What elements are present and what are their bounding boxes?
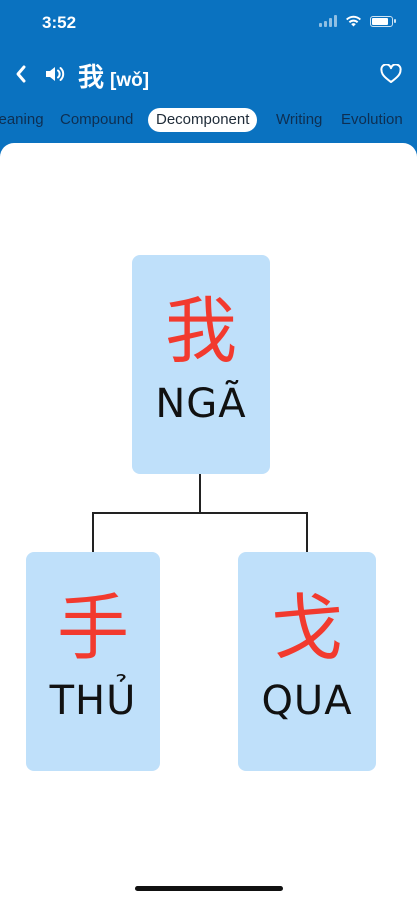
component-node-right[interactable]: 戈 QUA [238, 552, 376, 771]
tab-decomponent[interactable]: Decomponent [148, 108, 258, 132]
wifi-icon [346, 15, 361, 27]
tab-compound[interactable]: Compound [60, 111, 134, 128]
node-reading: THỦ [49, 678, 137, 724]
title-pinyin: [wǒ] [110, 70, 150, 91]
heart-outline-icon [380, 64, 402, 83]
tree-connector-bar [92, 512, 308, 514]
tree-connector-stem [199, 474, 201, 514]
node-reading: QUA [261, 678, 353, 724]
status-bar: 3:52 [0, 0, 417, 48]
speaker-icon [46, 67, 65, 81]
node-hanzi: 戈 [270, 586, 343, 670]
cellular-signal-icon [319, 15, 337, 27]
root-character-node[interactable]: 我 NGÃ [132, 255, 270, 474]
node-hanzi: 我 [164, 289, 237, 373]
tree-connector-left [92, 512, 94, 552]
nav-bar: 我 [wǒ] [0, 48, 417, 100]
battery-icon [370, 15, 396, 27]
tab-writing[interactable]: Writing [276, 111, 323, 128]
pronounce-button[interactable] [42, 61, 68, 87]
tab-evolution[interactable]: Evolution [341, 111, 403, 128]
component-node-left[interactable]: 手 THỦ [26, 552, 160, 771]
tree-connector-right [306, 512, 308, 552]
status-time: 3:52 [42, 13, 77, 32]
page-title: 我 [wǒ] [78, 57, 149, 94]
home-indicator [135, 886, 283, 891]
tab-meaning[interactable]: Meaning [0, 111, 44, 128]
node-hanzi: 手 [56, 586, 129, 670]
tab-bar: Meaning Compound Decomponent Writing Evo… [0, 100, 417, 138]
node-reading: NGÃ [155, 381, 247, 427]
favorite-button[interactable] [377, 60, 405, 88]
title-hanzi: 我 [78, 62, 105, 92]
status-icons [319, 15, 396, 27]
back-button[interactable] [6, 59, 36, 89]
chevron-left-icon [16, 65, 26, 83]
